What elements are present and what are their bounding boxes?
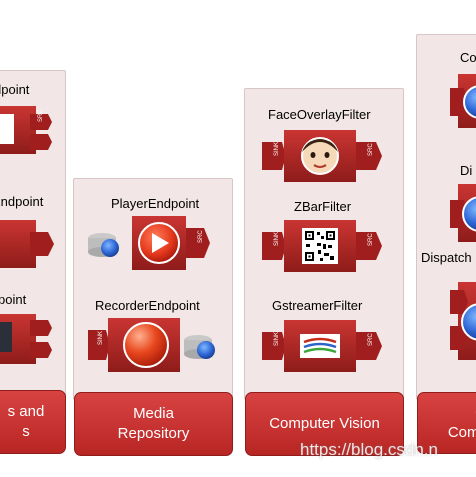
label-gstreamer-filter: GstreamerFilter: [272, 298, 363, 313]
svg-text:SRC: SRC: [198, 230, 204, 243]
svg-text:SRC: SRC: [368, 333, 374, 346]
zbar-filter-module: SINK SRC: [262, 220, 382, 272]
label-player-endpoint: PlayerEndpoint: [111, 196, 200, 211]
label-recorder-endpoint: RecorderEndpoint: [95, 298, 200, 313]
svg-text:SINK: SINK: [274, 232, 280, 246]
svg-text:SRC: SRC: [368, 233, 374, 246]
label-right-2: Di: [460, 163, 473, 178]
right-module-2: [450, 184, 476, 242]
footer-vision-line-1: Computer Vision: [269, 415, 380, 432]
svg-text:SINK: SINK: [274, 142, 280, 156]
footer-media-repository: Media Repository: [74, 392, 233, 456]
face-overlay-filter-module: SINK SRC: [262, 130, 382, 182]
right-module-1: [450, 74, 476, 128]
footer-left: s and s: [0, 390, 66, 454]
footer-computer-vision: Computer Vision: [245, 392, 404, 456]
player-endpoint-module: SRC: [88, 216, 210, 270]
footer-left-line-1: s and: [7, 403, 45, 420]
label-face-overlay-filter: FaceOverlayFilter: [268, 107, 371, 122]
svg-text:SRC: SRC: [38, 109, 44, 122]
label-left-endpoint-2: Endpoint: [0, 194, 44, 209]
label-right-1: Co: [460, 50, 476, 65]
svg-text:SINK: SINK: [98, 331, 104, 345]
footer-right: C Comm: [417, 392, 476, 454]
footer-left-line-2: s: [22, 423, 30, 440]
left-endpoint-module-1: SRC: [0, 106, 52, 154]
right-module-3: [450, 282, 476, 360]
footer-media-line-2: Repository: [117, 425, 190, 442]
svg-text:SRC: SRC: [368, 143, 374, 156]
label-zbar-filter: ZBarFilter: [294, 199, 352, 214]
svg-text:SINK: SINK: [274, 332, 280, 346]
watermark-text: https://blog.csdn.n: [300, 440, 438, 459]
recorder-endpoint-module: SINK: [88, 318, 215, 372]
gstreamer-filter-module: SINK SRC: [262, 320, 382, 372]
left-endpoint-module-3: [0, 314, 52, 364]
face-icon: [301, 137, 339, 175]
database-icon: [184, 335, 215, 359]
label-left-endpoint-3: point: [0, 292, 27, 307]
left-endpoint-module-2: [0, 220, 54, 268]
label-left-endpoint-1: dpoint: [0, 82, 30, 97]
gstreamer-icon: [300, 334, 340, 358]
label-right-3: Dispatch: [421, 250, 472, 265]
footer-right-line-2: Comm: [447, 424, 476, 441]
footer-media-line-1: Media: [133, 405, 174, 422]
qr-code-icon: [302, 228, 338, 264]
database-icon: [88, 233, 119, 257]
